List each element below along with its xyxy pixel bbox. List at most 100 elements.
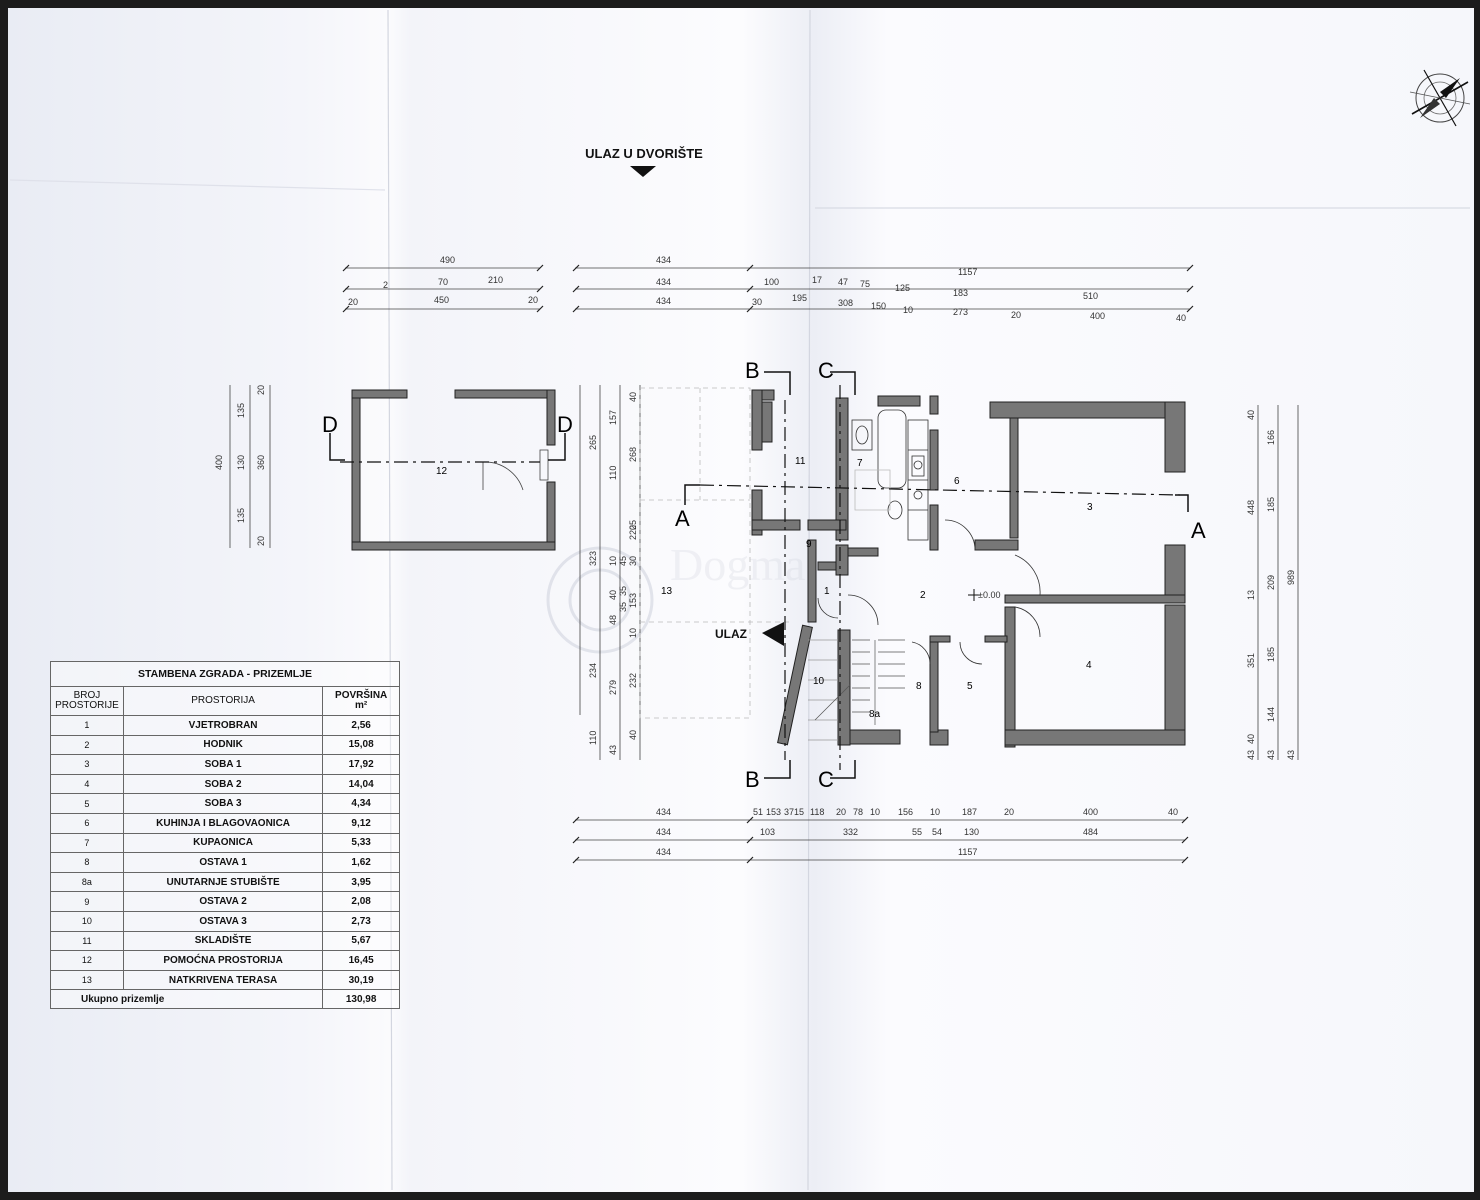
room-number-cell: 10: [50, 910, 124, 932]
dim-label: 40: [628, 730, 638, 740]
room-number: 13: [661, 586, 673, 597]
dim-label: 20: [528, 295, 538, 305]
door-swings: [817, 519, 1041, 665]
room-area-table: STAMBENA ZGRADA - PRIZEMLJE BROJ PROSTOR…: [49, 661, 400, 1010]
dim-label: 130: [236, 455, 246, 470]
room-name-cell: VJETROBRAN: [122, 715, 324, 736]
dim-label: 400: [1083, 807, 1098, 817]
room-area-cell: 2,56: [322, 715, 400, 736]
dim-label: 434: [656, 807, 671, 817]
dim-label: 40: [1246, 734, 1256, 744]
terrace-outline: [639, 387, 790, 719]
room-number: 11: [795, 456, 806, 467]
dim-label: 125: [895, 283, 910, 293]
dim-label: 332: [843, 827, 858, 837]
courtyard-entrance-marker: ULAZ U DVORIŠTE: [585, 146, 703, 177]
dim-label: 43: [608, 745, 618, 755]
dim-label: 10: [628, 628, 638, 638]
entrance-label: ULAZ: [715, 627, 747, 641]
dim-label: 484: [1083, 827, 1098, 837]
room-numbers: 1 2 3 4 5 6 7 8 8a 9 10 11 12 13: [436, 456, 1093, 720]
dim-label: 273: [953, 307, 968, 317]
bottom-dimension-labels: 434 51 153 37 15 118 20 78 10 156 10 187…: [656, 807, 1178, 857]
dim-label: 510: [1083, 291, 1098, 301]
room-area-cell: 16,45: [322, 950, 400, 971]
dim-label: 13: [1246, 590, 1256, 600]
room-number-cell: 9: [50, 891, 124, 912]
dim-label: 268: [628, 447, 638, 462]
dim-label: 234: [588, 663, 598, 678]
room-number-cell: 12: [50, 950, 124, 971]
watermark: Dogma: [546, 539, 805, 654]
dim-label: 232: [628, 673, 638, 688]
room-name-cell: OSTAVA 2: [122, 891, 324, 912]
annex-building: [351, 389, 556, 551]
dim-label: 187: [962, 807, 977, 817]
room-name-cell: OSTAVA 3: [122, 910, 324, 932]
dim-label: 10: [608, 556, 618, 566]
room-number: 3: [1087, 502, 1093, 513]
dim-label: 45: [618, 556, 628, 566]
dim-label: 48: [608, 615, 618, 625]
dim-label: 265: [588, 435, 598, 450]
dim-label: 10: [903, 305, 913, 315]
top-dimension-labels: 490 434 100 17 47 75 125 1157 2 70 210 4…: [348, 255, 1186, 323]
dim-label: 40: [1168, 807, 1178, 817]
dim-label: 434: [656, 827, 671, 837]
dim-label: 10: [930, 807, 940, 817]
section-label-d: D: [322, 412, 338, 437]
room-number: 4: [1086, 660, 1092, 671]
kitchen-fixtures: [907, 419, 929, 541]
dim-label: 220: [628, 525, 638, 540]
room-name-cell: SOBA 2: [122, 773, 324, 795]
dim-label: 400: [1090, 311, 1105, 321]
room-area-cell: 14,04: [322, 773, 400, 795]
dim-label: 450: [434, 295, 449, 305]
dim-label: 150: [871, 301, 886, 311]
dim-label: 135: [236, 403, 246, 418]
room-area-cell: 5,67: [322, 930, 400, 952]
dim-label: 195: [792, 293, 807, 303]
dim-label: 20: [256, 385, 266, 395]
room-area-cell: 4,34: [322, 793, 400, 814]
vertical-dimension-labels: 400 135 130 135 360 20 20 265 157 40 110…: [214, 385, 1296, 760]
room-number-cell: 8: [50, 852, 124, 873]
room-area-cell: 5,33: [322, 832, 400, 854]
dim-label: 153: [766, 807, 781, 817]
room-number: 6: [954, 476, 960, 487]
dim-label: 144: [1266, 707, 1276, 722]
dim-label: 47: [838, 277, 848, 287]
level-mark-text: ±0.00: [978, 590, 1000, 600]
courtyard-entrance-label: ULAZ U DVORIŠTE: [585, 146, 703, 161]
dim-label: 351: [1246, 653, 1256, 668]
dim-label: 183: [953, 288, 968, 298]
room-area-cell: 17,92: [322, 754, 400, 775]
dim-label: 110: [588, 731, 598, 745]
room-area-cell: 2,73: [322, 910, 400, 932]
dim-label: 118: [810, 807, 824, 817]
dim-label: 35: [618, 586, 628, 596]
room-name-cell: HODNIK: [122, 734, 324, 756]
room-name-cell: OSTAVA 1: [122, 852, 324, 873]
dim-label: 448: [1246, 500, 1256, 515]
room-number-cell: 6: [50, 812, 124, 834]
header-line: PROSTORIJE: [55, 700, 119, 711]
dim-label: 75: [860, 279, 870, 289]
dim-label: 70: [438, 277, 448, 287]
section-label-a: A: [675, 506, 690, 531]
bottom-dimension-ticks: [572, 816, 1189, 864]
room-number: 12: [436, 466, 448, 477]
room-number: 5: [967, 681, 973, 692]
dim-label: 1157: [958, 267, 977, 277]
dim-label: 54: [932, 827, 942, 837]
dim-label: 434: [656, 255, 671, 265]
room-name-cell: SOBA 1: [122, 754, 324, 775]
